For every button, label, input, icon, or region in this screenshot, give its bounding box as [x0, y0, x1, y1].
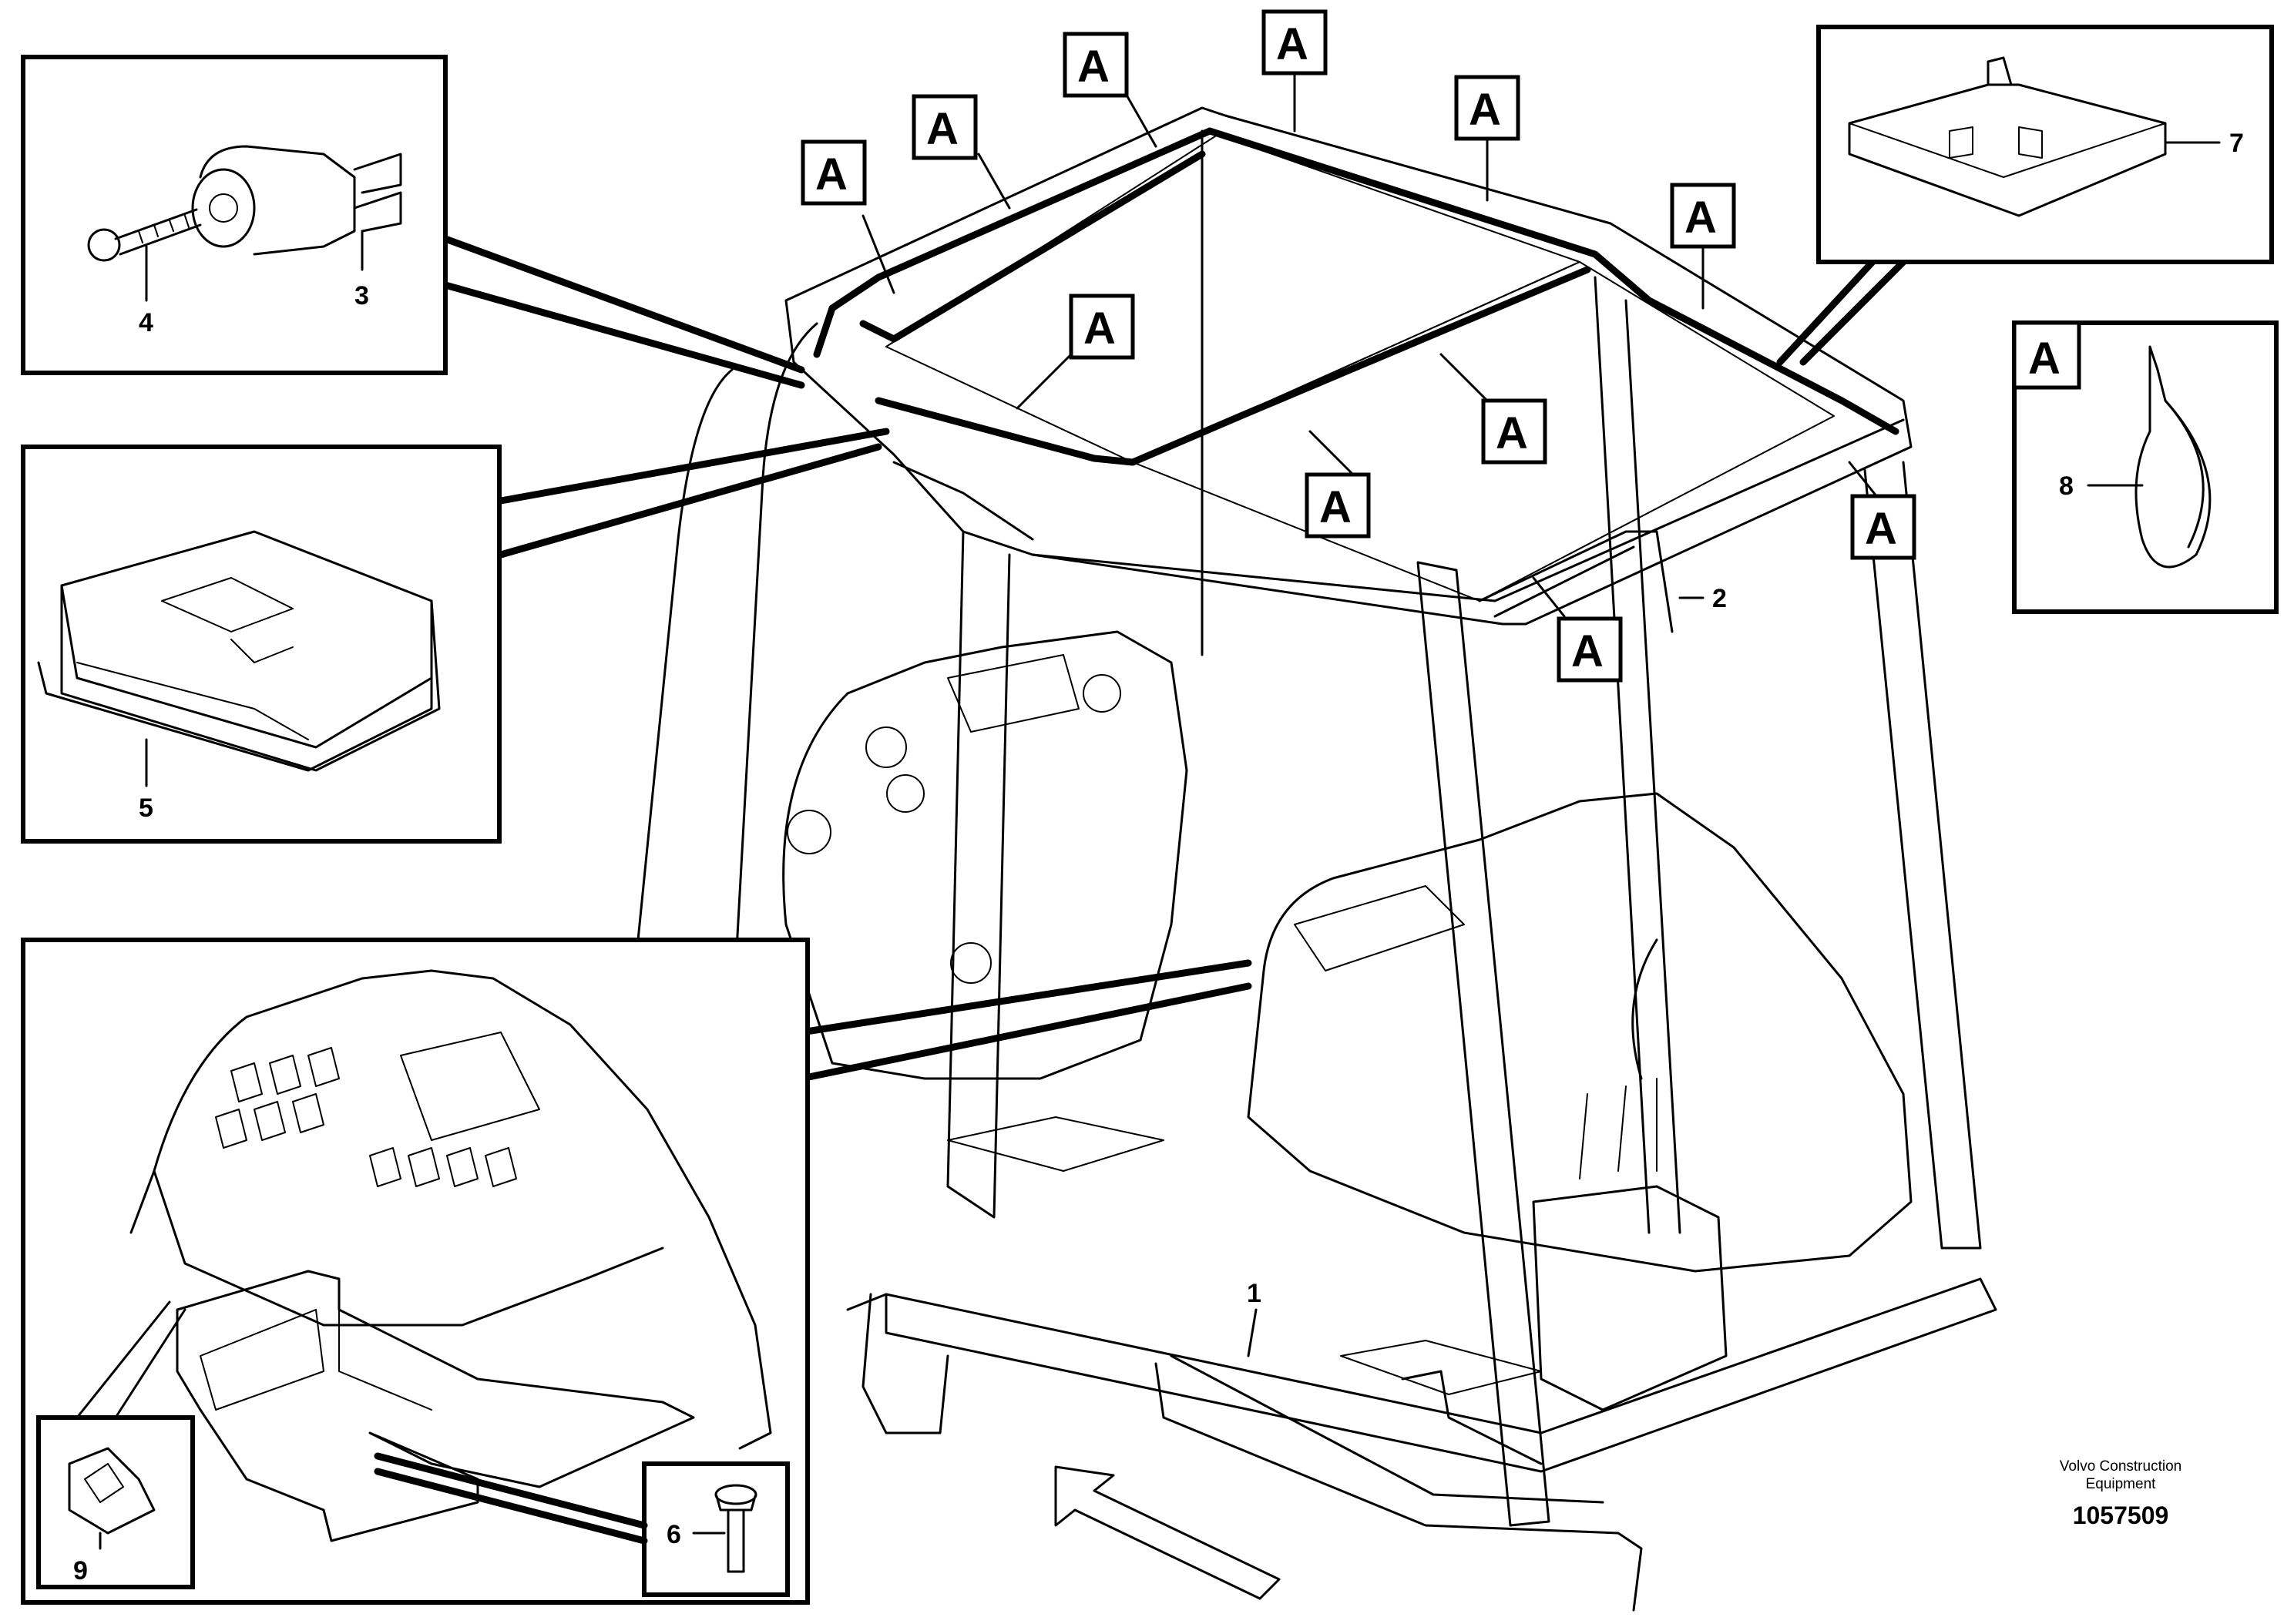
leader-lines: [442, 235, 1907, 1082]
inset-dashboard: 9 6: [21, 938, 810, 1605]
part-5-housing: [37, 530, 441, 772]
cab-illustration: [630, 106, 1997, 1612]
dashboard-panel: [129, 969, 772, 1450]
callout-a-7: A: [1016, 294, 1135, 410]
part-4-screw: [87, 208, 202, 262]
callout-a-6: A: [1670, 183, 1736, 310]
callout-a-inset: A: [2028, 334, 2061, 384]
drawing-number: 1057509: [2073, 1502, 2169, 1529]
svg-text:A: A: [1319, 482, 1352, 532]
svg-text:A: A: [1865, 504, 1897, 554]
callout-a-9: A: [1305, 430, 1371, 539]
part-9-bracket: [176, 1270, 695, 1542]
cab-part-labels: 2 1: [1247, 584, 1727, 1357]
svg-text:A: A: [1571, 626, 1604, 676]
part-9-clip: [68, 1447, 156, 1535]
label-part-2: 2: [1712, 584, 1727, 613]
inset-lamp-switch: 4 3: [21, 55, 448, 375]
callout-a-2: A: [912, 94, 1011, 210]
svg-text:A: A: [1077, 42, 1110, 92]
svg-text:A: A: [1684, 193, 1717, 243]
label-part-6: 6: [667, 1520, 681, 1549]
footer: Volvo Construction Equipment 1057509: [2060, 1458, 2181, 1529]
part-7-mount: [1848, 56, 2167, 217]
label-part-9: 9: [73, 1556, 88, 1585]
callout-a-11: A: [1532, 576, 1623, 683]
callout-a-10: A: [1848, 461, 1916, 560]
svg-text:A: A: [1469, 85, 1501, 135]
label-part-1: 1: [1247, 1279, 1261, 1308]
callouts-a: A A A A A A A: [801, 9, 1916, 683]
label-part-7: 7: [2229, 129, 2244, 158]
part-8-cable-tie: [2134, 345, 2212, 569]
direction-arrow: [1054, 1465, 1281, 1600]
svg-text:A: A: [1083, 304, 1116, 354]
svg-text:A: A: [1496, 408, 1528, 458]
callout-a-8: A: [1439, 353, 1547, 465]
svg-text:A: A: [1276, 19, 1308, 69]
inset-housing: 5: [21, 445, 502, 844]
footer-line1: Volvo Construction: [2060, 1458, 2181, 1475]
callout-a-4: A: [1261, 9, 1328, 133]
part-3-switch: [191, 145, 402, 256]
inset-bracket-7: 7: [1816, 25, 2274, 264]
footer-line2: Equipment: [2086, 1476, 2157, 1492]
part-6-bolt: [714, 1484, 757, 1573]
callout-a-3: A: [1063, 32, 1157, 148]
label-part-5: 5: [139, 794, 153, 823]
label-part-3: 3: [354, 281, 369, 310]
svg-text:A: A: [926, 104, 959, 154]
svg-text:A: A: [815, 149, 848, 200]
label-part-4: 4: [139, 308, 153, 337]
label-part-8: 8: [2059, 471, 2074, 501]
callout-a-1: A: [801, 139, 895, 294]
callout-a-5: A: [1454, 75, 1520, 202]
inset-cable-tie: A 8: [2012, 320, 2279, 614]
